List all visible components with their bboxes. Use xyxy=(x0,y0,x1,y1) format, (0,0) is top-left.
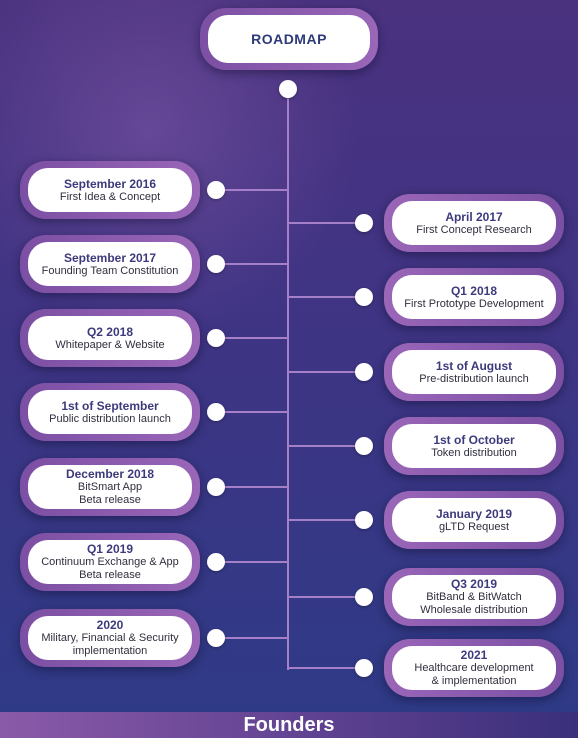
milestone-date: Q3 2019 xyxy=(450,577,498,591)
milestone-description: Beta release xyxy=(79,569,141,581)
left-milestone-dot xyxy=(207,629,225,647)
milestone-description: & implementation xyxy=(431,675,517,687)
left-milestone-dot xyxy=(207,403,225,421)
right-connector-line xyxy=(288,296,364,298)
milestone-description: Wholesale distribution xyxy=(420,604,528,616)
milestone-description: First Prototype Development xyxy=(404,297,544,310)
milestone-description: Pre-distribution launch xyxy=(419,372,529,385)
left-connector-line xyxy=(216,189,288,191)
milestone-description: Token distribution xyxy=(431,446,517,459)
milestone-date: 1st of October xyxy=(433,432,515,447)
milestone-date: September 2016 xyxy=(63,176,157,191)
right-connector-line xyxy=(288,519,364,521)
right-connector-line xyxy=(288,445,364,447)
left-milestone-dot xyxy=(207,329,225,347)
left-connector-line xyxy=(216,263,288,265)
timeline-start-dot xyxy=(279,80,297,98)
left-milestone-dot xyxy=(207,181,225,199)
right-milestone-dot xyxy=(355,511,373,529)
timeline-spine xyxy=(287,96,289,670)
roadmap-title: ROADMAP xyxy=(208,15,370,63)
milestone-description: First Concept Research xyxy=(416,223,532,236)
milestone-date: 1st of September xyxy=(61,398,159,413)
right-milestone-dot xyxy=(355,588,373,606)
milestone-description: Healthcare development xyxy=(414,662,534,674)
roadmap-title-pill: ROADMAP xyxy=(200,8,378,70)
milestone-description: Founding Team Constitution xyxy=(41,264,179,277)
left-milestone-dot xyxy=(207,553,225,571)
left-connector-line xyxy=(216,337,288,339)
left-connector-line xyxy=(216,637,288,639)
right-milestone-dot xyxy=(355,659,373,677)
milestone-description: Beta release xyxy=(79,494,141,506)
right-milestone-dot xyxy=(355,214,373,232)
milestone-date: Q1 2019 xyxy=(86,542,134,556)
milestone-date: January 2019 xyxy=(435,506,513,521)
right-connector-line xyxy=(288,222,364,224)
milestone-date: 2020 xyxy=(96,618,124,632)
milestone-date: December 2018 xyxy=(65,467,155,481)
milestone-date: 1st of August xyxy=(435,358,513,373)
milestone-date: Q2 2018 xyxy=(86,324,134,339)
milestone-description: BitBand & BitWatch xyxy=(426,591,522,603)
founders-heading: Founders xyxy=(243,713,335,736)
left-connector-line xyxy=(216,411,288,413)
milestone-description: Continuum Exchange & App xyxy=(41,556,179,568)
left-milestone-dot xyxy=(207,255,225,273)
founders-banner: Founders xyxy=(0,712,578,738)
left-connector-line xyxy=(216,486,288,488)
milestone-date: September 2017 xyxy=(63,250,157,265)
milestone-description: BitSmart App xyxy=(77,481,143,493)
milestone-description: Whitepaper & Website xyxy=(55,338,165,351)
milestone-description: gLTD Request xyxy=(438,520,510,533)
milestone-description: Military, Financial & Security xyxy=(41,632,179,644)
milestone-date: Q1 2018 xyxy=(450,283,498,298)
left-connector-line xyxy=(216,561,288,563)
milestone-description: First Idea & Concept xyxy=(59,190,161,203)
milestone-description: Public distribution launch xyxy=(49,412,171,425)
right-milestone-dot xyxy=(355,363,373,381)
right-connector-line xyxy=(288,371,364,373)
milestone-date: April 2017 xyxy=(445,209,503,224)
milestone-description: implementation xyxy=(72,645,148,657)
milestone-date: 2021 xyxy=(460,648,488,662)
right-connector-line xyxy=(288,667,364,669)
right-connector-line xyxy=(288,596,364,598)
left-milestone-dot xyxy=(207,478,225,496)
right-milestone-dot xyxy=(355,288,373,306)
right-milestone-dot xyxy=(355,437,373,455)
